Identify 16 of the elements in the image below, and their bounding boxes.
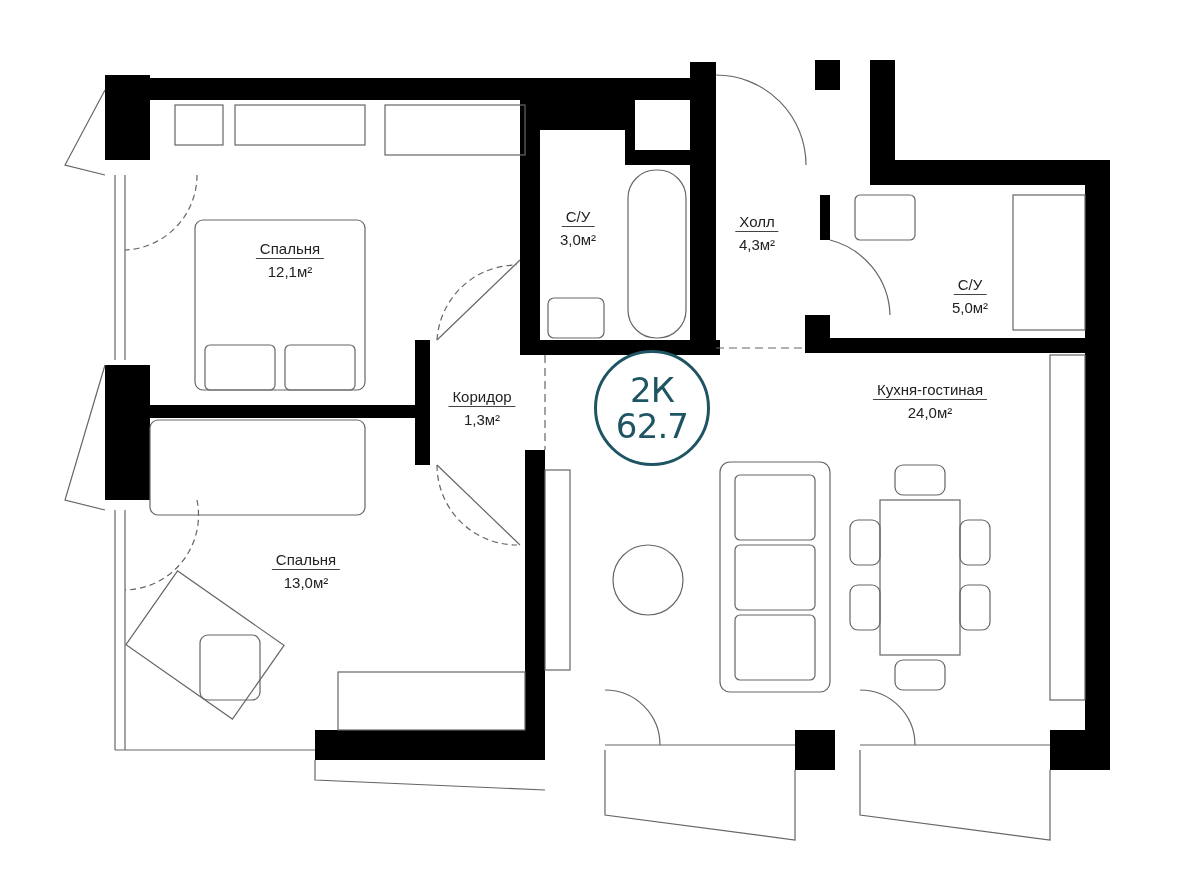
room-name: С/У: [953, 276, 987, 295]
room-name: Холл: [735, 213, 779, 232]
room-name: Спальня: [255, 240, 325, 259]
room-area: 3,0м²: [559, 231, 597, 249]
room-area: 1,3м²: [463, 411, 501, 429]
apartment-type: 2К: [629, 372, 675, 408]
room-name: Кухня-гостиная: [872, 381, 988, 400]
room-name: С/У: [561, 208, 595, 227]
room-area: 24,0м²: [907, 404, 953, 422]
room-area: 13,0м²: [283, 574, 329, 592]
room-area: 12,1м²: [267, 263, 313, 281]
room-name: Спальня: [271, 551, 341, 570]
room-area: 5,0м²: [951, 299, 989, 317]
room-area: 4,3м²: [738, 236, 776, 254]
apartment-area: 62.7: [615, 408, 689, 444]
room-name: Коридор: [448, 388, 516, 407]
